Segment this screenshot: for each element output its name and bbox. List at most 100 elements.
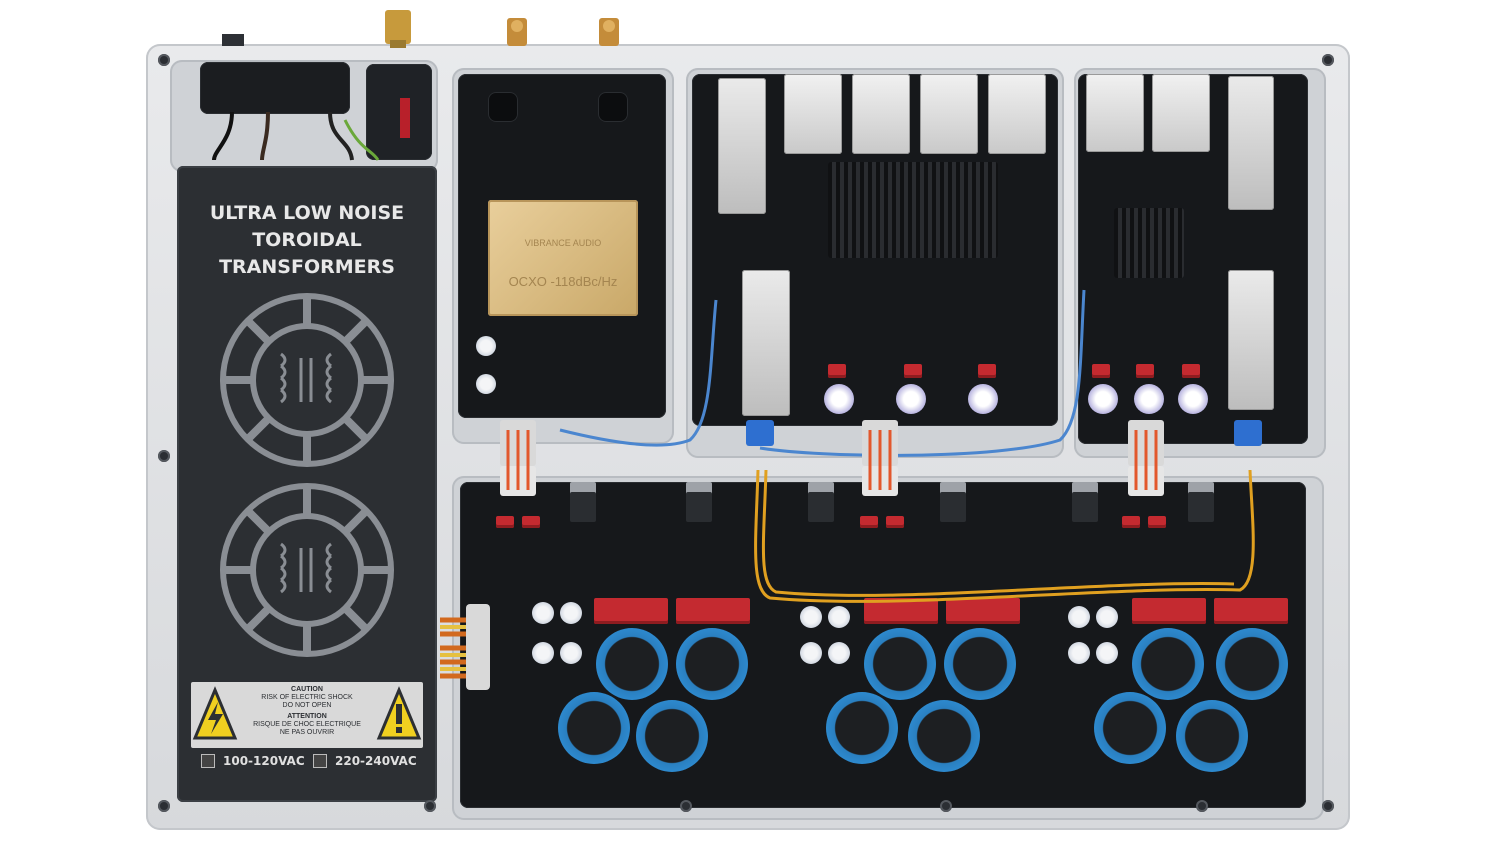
sfp-board (1078, 74, 1308, 444)
voltage-label-low: 100-120VAC (223, 754, 305, 768)
white-cap-4 (560, 642, 582, 664)
clock-connector-left (488, 92, 518, 122)
cover-title-line-2: TOROIDAL (252, 229, 362, 251)
psu-red-part-1 (496, 516, 514, 528)
screw-3 (158, 800, 170, 812)
sfp-cap-3 (1178, 384, 1208, 414)
screw-7 (680, 800, 692, 812)
psu-red-part-5 (1122, 516, 1140, 528)
clock-connector-right (598, 92, 628, 122)
screw-6 (1322, 800, 1334, 812)
caution-text-2: DO NOT OPEN (282, 702, 332, 709)
attention-text-2: NE PAS OUVRIR (279, 729, 335, 736)
filter-cap-11 (1094, 692, 1166, 764)
caution-text-1: RISK OF ELECTRIC SHOCK (261, 694, 353, 701)
regulator-5 (1072, 482, 1098, 522)
clock-cap-2 (476, 374, 496, 394)
bnc-connector-2 (599, 18, 619, 46)
screw-5 (1322, 54, 1334, 66)
screw-9 (1196, 800, 1208, 812)
caution-title: CAUTION (291, 686, 323, 693)
filter-cap-6 (944, 628, 1016, 700)
warning-exclamation-icon (376, 686, 422, 740)
ocxo-brand: VIBRANCE AUDIO (524, 238, 602, 248)
network-switch-board (692, 74, 1058, 426)
sfp-cage-3 (1228, 76, 1274, 210)
voltage-checkbox-high (313, 754, 327, 768)
cover-title-line-3: TRANSFORMERS (219, 256, 395, 278)
cover-title-line-1: ULTRA LOW NOISE (209, 202, 405, 224)
screw-1 (158, 54, 170, 66)
white-cap-10 (1096, 606, 1118, 628)
sfp-heatsink (1114, 208, 1184, 278)
screw-4 (424, 800, 436, 812)
attention-title: ATTENTION (287, 713, 327, 720)
sfp-cap-2 (1134, 384, 1164, 414)
fuse-board (366, 64, 432, 160)
filter-cap-4 (636, 700, 708, 772)
film-cap-6 (1214, 598, 1288, 624)
regulator-6 (1188, 482, 1214, 522)
ethernet-port-3 (920, 74, 978, 154)
screw-8 (940, 800, 952, 812)
toroidal-transformer-icon-1 (220, 293, 394, 467)
psu-red-part-6 (1148, 516, 1166, 528)
filter-cap-8 (908, 700, 980, 772)
ground-terminal (385, 10, 411, 48)
filter-cap-2 (676, 628, 748, 700)
screw-2 (158, 450, 170, 462)
psu-red-part-3 (860, 516, 878, 528)
film-cap-5 (1132, 598, 1206, 624)
sfp-cage-1 (718, 78, 766, 214)
linear-power-supply-board (460, 482, 1306, 808)
toroidal-transformer-icon-2 (220, 483, 394, 657)
filter-cap-1 (596, 628, 668, 700)
white-cap-12 (1096, 642, 1118, 664)
fiber-cable-blue (559, 289, 1086, 457)
transformer-cover: ULTRA LOW NOISE TOROIDAL TRANSFORMERS (177, 166, 437, 802)
psu-red-part-4 (886, 516, 904, 528)
regulator-4 (940, 482, 966, 522)
filter-cap-3 (558, 692, 630, 764)
filter-cap-7 (826, 692, 898, 764)
ocxo-spec: OCXO -118dBc/Hz (508, 274, 618, 289)
hazard-bolt-icon (192, 686, 238, 740)
transformer-symbols (220, 293, 394, 657)
white-cap-8 (828, 642, 850, 664)
switch-cap-1 (824, 384, 854, 414)
clock-cap-1 (476, 336, 496, 356)
film-cap-1 (594, 598, 668, 624)
switch-cap-3 (968, 384, 998, 414)
switch-red-part-1 (828, 364, 846, 378)
attention-text-1: RISQUE DE CHOC ELECTRIQUE (253, 721, 361, 728)
white-cap-1 (532, 602, 554, 624)
iec-inlet (200, 62, 350, 114)
white-cap-2 (560, 602, 582, 624)
clock-board: VIBRANCE AUDIO OCXO -118dBc/Hz (458, 74, 666, 418)
voltage-option-high: 220-240VAC (313, 754, 417, 768)
white-cap-11 (1068, 642, 1090, 664)
switch-heatsink (828, 162, 998, 258)
ac-wire-harness (440, 604, 490, 690)
voltage-label-high: 220-240VAC (335, 754, 417, 768)
ethernet-port-2 (852, 74, 910, 154)
fiber-cable-yellow (754, 469, 1255, 603)
shock-warning-label: CAUTION RISK OF ELECTRIC SHOCK DO NOT OP… (191, 682, 423, 748)
voltage-checkbox-low (201, 754, 215, 768)
white-cap-6 (828, 606, 850, 628)
bnc-connector-1 (507, 18, 527, 46)
film-cap-4 (946, 598, 1020, 624)
sfp-cap-1 (1088, 384, 1118, 414)
filter-cap-9 (1132, 628, 1204, 700)
fiber-connectors (746, 420, 1262, 446)
filter-cap-5 (864, 628, 936, 700)
regulator-2 (686, 482, 712, 522)
voltage-option-low: 100-120VAC (201, 754, 305, 768)
white-cap-5 (800, 606, 822, 628)
white-cap-3 (532, 642, 554, 664)
warning-triangles (192, 686, 422, 740)
sfp-red-part-3 (1182, 364, 1200, 378)
sfp-red-part-1 (1092, 364, 1110, 378)
